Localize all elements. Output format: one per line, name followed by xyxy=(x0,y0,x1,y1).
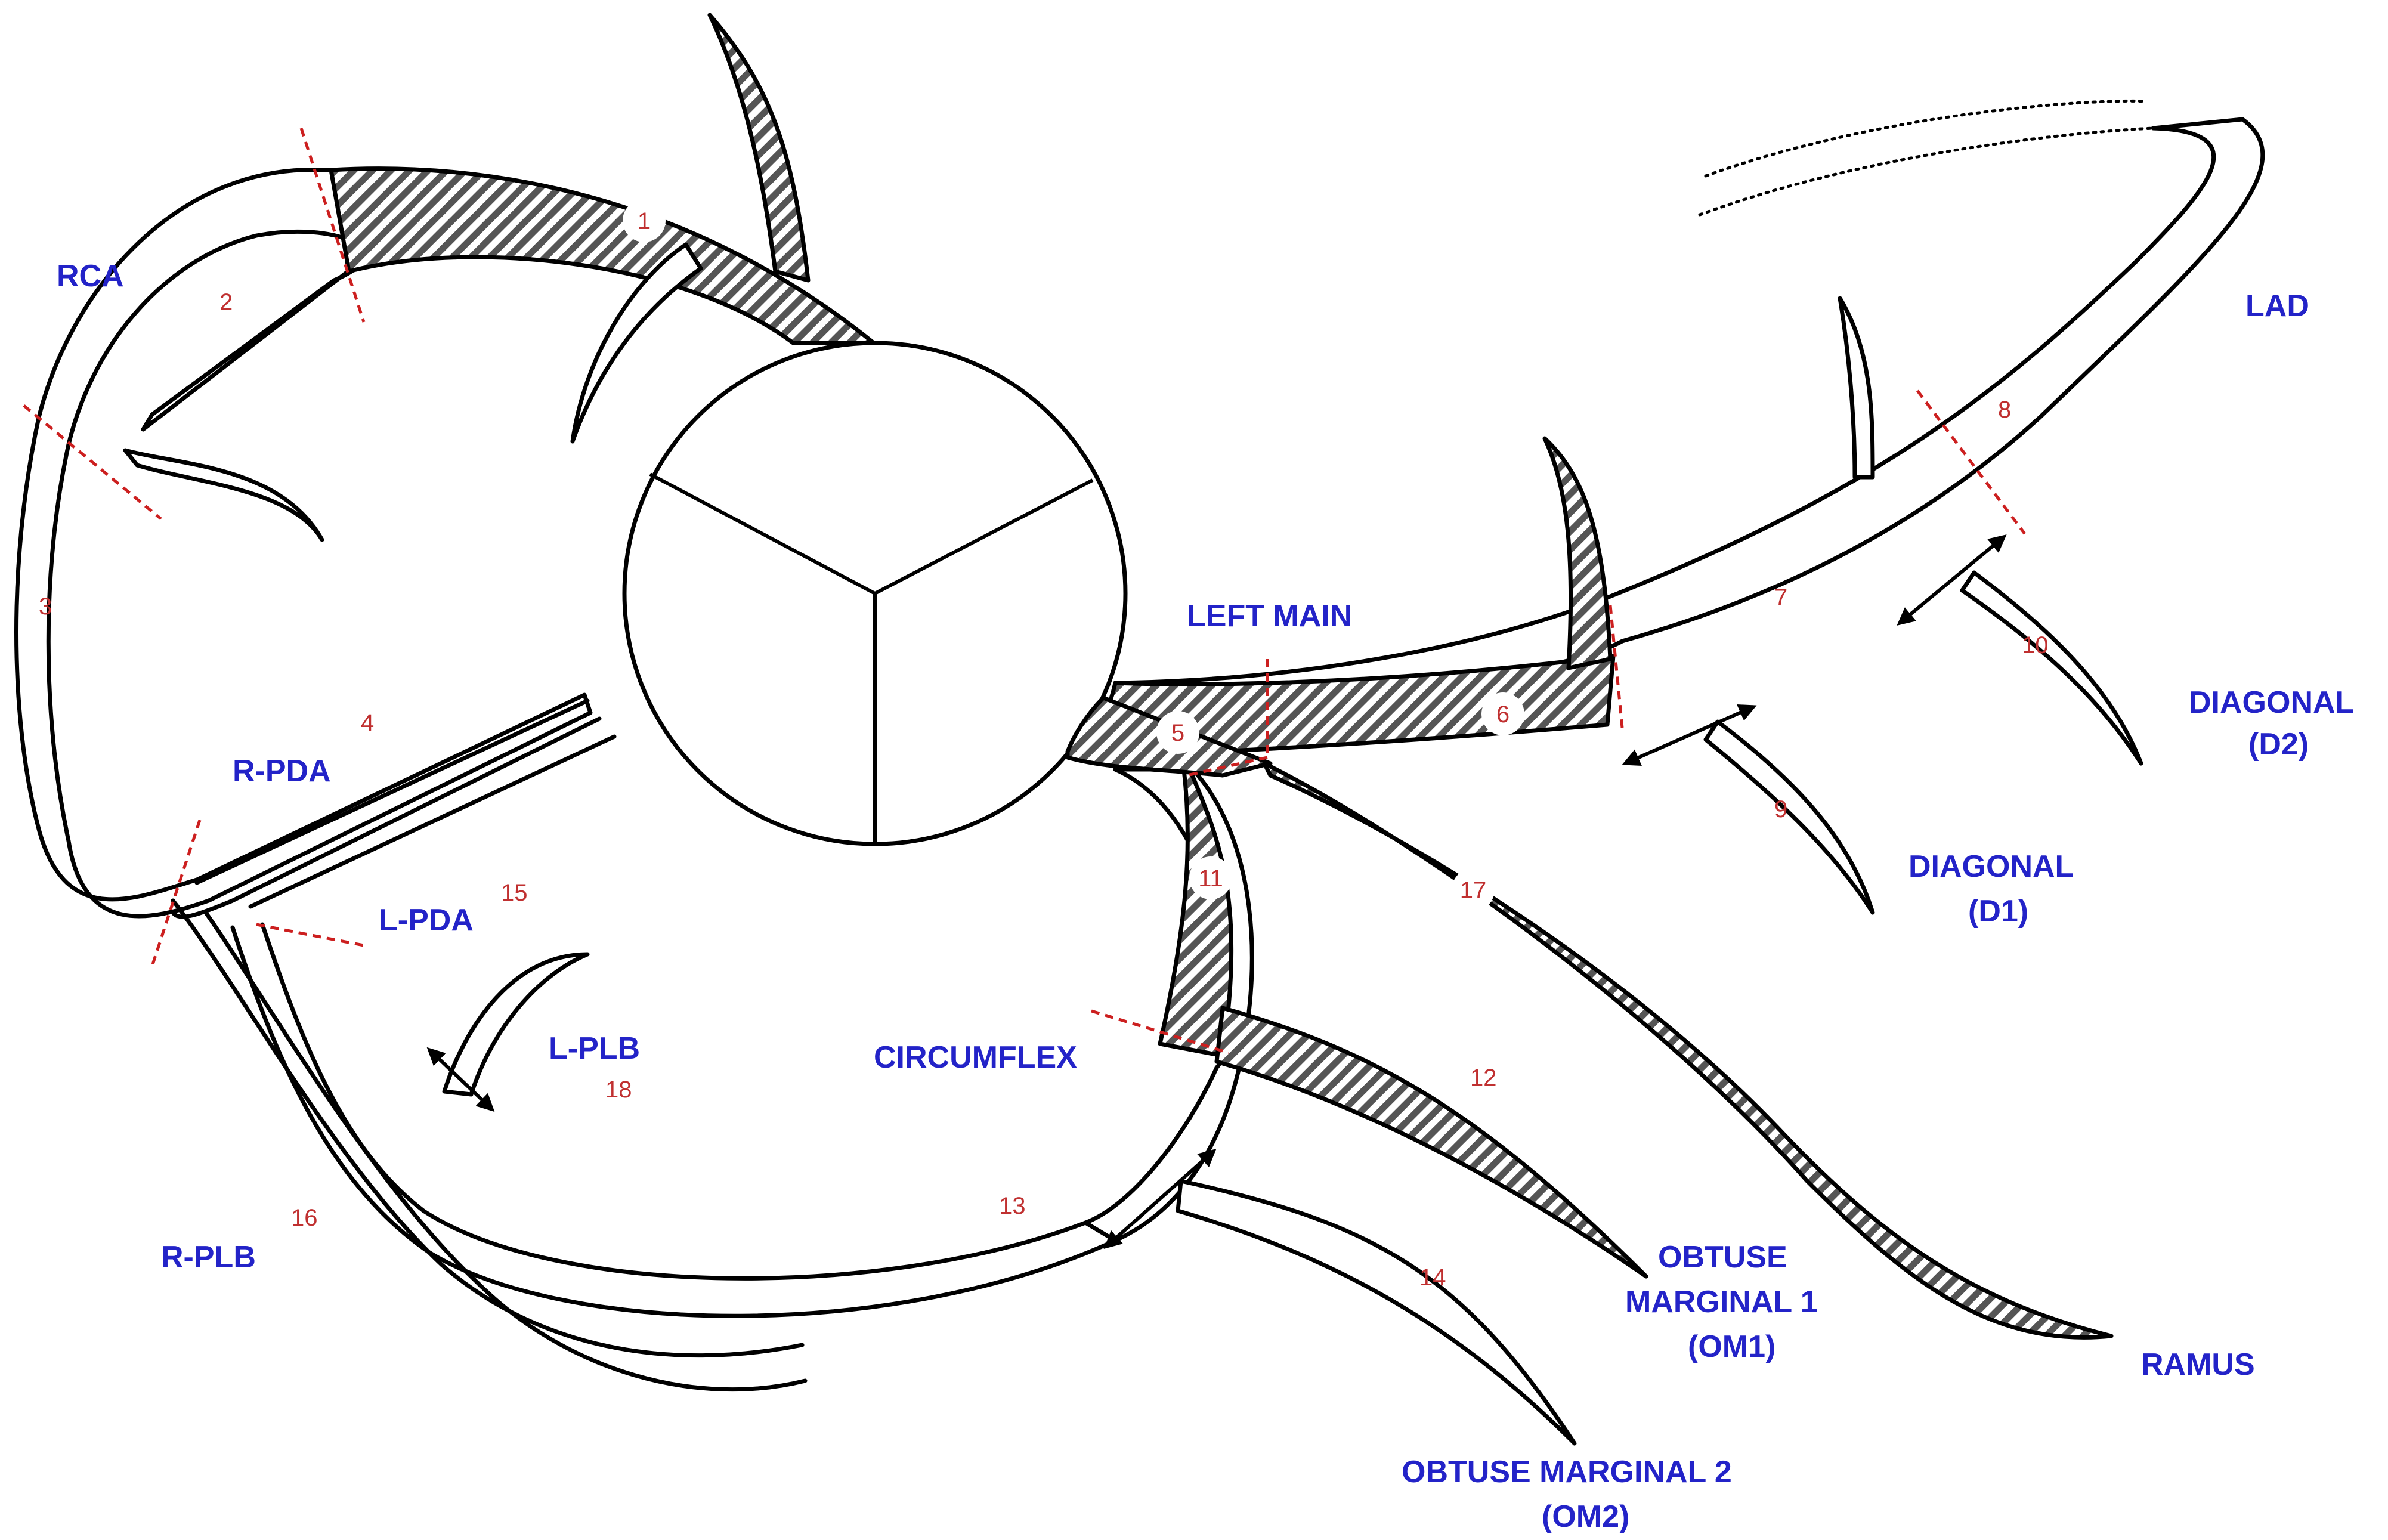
label-l-plb: L-PLB xyxy=(549,1031,640,1066)
label-diagonal-d1: DIAGONAL xyxy=(1908,849,2074,884)
r-pda-vessel xyxy=(171,698,617,919)
label-left-main: LEFT MAIN xyxy=(1187,599,1352,633)
label-om1-line3: (OM1) xyxy=(1688,1329,1775,1364)
segment-badge-6: 6 xyxy=(1481,692,1524,735)
segment-10: 10 xyxy=(2022,632,2049,658)
label-om2-line1: OBTUSE MARGINAL 2 xyxy=(1402,1455,1732,1489)
segment-15: 15 xyxy=(501,880,528,906)
segment-badge-17: 17 xyxy=(1452,868,1495,911)
branch-arrows xyxy=(426,534,2007,1249)
label-l-pda: L-PDA xyxy=(379,903,474,938)
label-rca: RCA xyxy=(57,259,124,293)
segment-12: 12 xyxy=(1470,1065,1497,1091)
lad-vessel xyxy=(1065,99,2265,915)
aortic-root xyxy=(622,341,1128,846)
label-diagonal-d2-code: (D2) xyxy=(2248,727,2309,762)
segment-17: 17 xyxy=(1460,877,1487,904)
segment-1: 1 xyxy=(638,208,651,234)
label-diagonal-d1-code: (D1) xyxy=(1968,894,2028,929)
segment-11: 11 xyxy=(1198,865,1223,892)
segment-16: 16 xyxy=(291,1205,318,1231)
ramus-vessel xyxy=(1262,761,2114,1340)
segment-4: 4 xyxy=(361,710,374,736)
segment-5: 5 xyxy=(1171,720,1184,746)
segment-6: 6 xyxy=(1496,701,1509,728)
label-circumflex: CIRCUMFLEX xyxy=(874,1040,1077,1075)
segment-badge-11: 11 xyxy=(1189,856,1232,899)
segment-3: 3 xyxy=(39,593,52,620)
segment-2: 2 xyxy=(219,289,233,316)
circumflex-vessel xyxy=(1083,767,1254,1243)
label-lad: LAD xyxy=(2245,289,2309,323)
segment-badge-5: 5 xyxy=(1156,711,1199,754)
segment-13: 13 xyxy=(999,1193,1026,1219)
segment-8: 8 xyxy=(1998,397,2011,423)
om1-vessel xyxy=(1214,1006,1648,1279)
label-r-pda: R-PDA xyxy=(233,754,331,788)
label-diagonal-d2: DIAGONAL xyxy=(2189,685,2354,720)
label-om1-line2: MARGINAL 1 xyxy=(1625,1285,1818,1319)
segment-badge-1: 1 xyxy=(623,199,666,242)
label-om1-line1: OBTUSE xyxy=(1658,1240,1787,1275)
l-pda-vessel xyxy=(230,922,1118,1318)
label-om2-line2: (OM2) xyxy=(1542,1499,1629,1534)
segment-18: 18 xyxy=(605,1077,632,1103)
segment-14: 14 xyxy=(1419,1264,1446,1291)
segment-9: 9 xyxy=(1774,796,1787,822)
om2-vessel xyxy=(1176,1179,1577,1446)
r-plb-vessel xyxy=(171,898,808,1392)
segment-7: 7 xyxy=(1774,585,1787,611)
segment-boundaries xyxy=(23,128,2026,1055)
label-ramus: RAMUS xyxy=(2141,1347,2255,1382)
label-r-plb: R-PLB xyxy=(161,1240,256,1275)
